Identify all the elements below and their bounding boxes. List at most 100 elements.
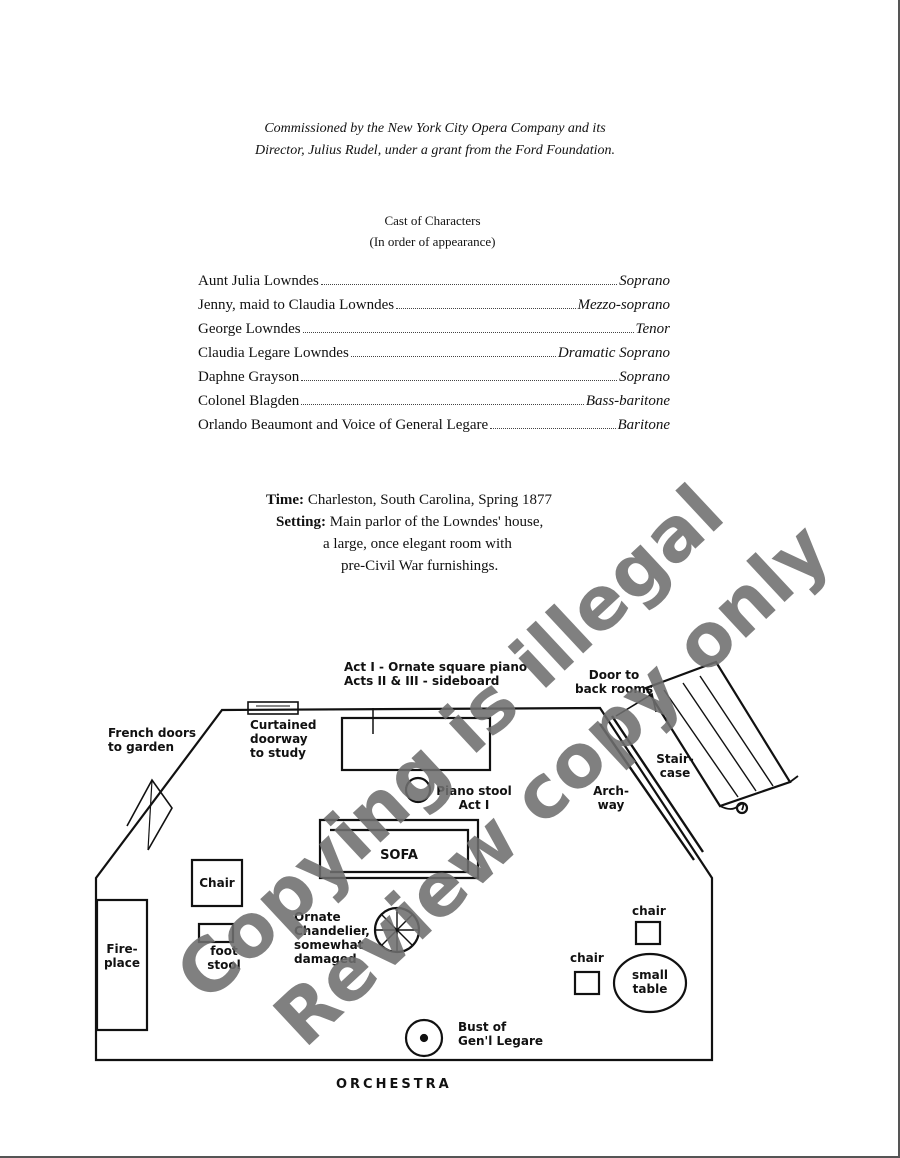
cast-title: Cast of Characters [384, 213, 481, 228]
bust-label: Bust of Gen'l Legare [458, 1020, 543, 1048]
fire-label-line-2: place [103, 956, 141, 970]
chair-right-bottom-shape [573, 970, 601, 996]
chair-left-label: Chair [199, 876, 235, 890]
table-label-line-1: small [632, 968, 668, 982]
piano-stool-label-line-1: Piano stool [436, 784, 512, 798]
stage-floor-plan [94, 660, 799, 1062]
foot-label-line-1: foot [210, 944, 238, 958]
piano-stool-shape [404, 776, 432, 804]
setting-line-2: a large, once elegant room with [323, 536, 512, 552]
time-value: Charleston, South Carolina, Spring 1877 [307, 492, 552, 508]
character-name: Daphne Grayson [198, 369, 300, 385]
sofa-label: SOFA [380, 848, 418, 863]
piano-label-line-2: Acts II & III - sideboard [344, 674, 500, 688]
cast-subtitle: (In order of appearance) [369, 234, 496, 249]
chair-left-shape [190, 858, 244, 908]
french-label-line-1: French doors [108, 726, 197, 740]
chandelier-label: Ornate Chandelier, somewhat damaged [294, 910, 370, 966]
staircase-shape [644, 660, 799, 815]
commission-note: Commissioned by the New York City Opera … [0, 118, 900, 162]
commission-line-2: Director, Julius Rudel, under a grant fr… [254, 143, 616, 158]
cast-row: Jenny, maid to Claudia Lowndes Mezzo-sop… [198, 297, 670, 321]
chair-right-top-label: chair [632, 904, 666, 918]
back-door [615, 692, 657, 717]
piano-label-line-1: Act I - Ornate square piano [344, 660, 528, 674]
cast-row: Orlando Beaumont and Voice of General Le… [198, 417, 670, 441]
bust-label-line-1: Bust of [458, 1020, 507, 1034]
room-outline [94, 706, 714, 1062]
stair-label-line-1: Stair- [656, 752, 694, 766]
setting-line-1: Main parlor of the Lowndes' house, [329, 514, 544, 530]
curtain-label-line-3: to study [250, 746, 306, 760]
orchestra-label: ORCHESTRA [336, 1077, 452, 1092]
character-name: Jenny, maid to Claudia Lowndes [198, 297, 395, 313]
dot-leader [350, 356, 556, 357]
sofa-shape [318, 818, 480, 880]
character-name: Aunt Julia Lowndes [198, 273, 319, 289]
small-table-shape [612, 952, 688, 1014]
dot-leader [301, 404, 584, 405]
voice-type: Bass-baritone [585, 393, 670, 409]
cast-row: Claudia Legare Lowndes Dramatic Soprano [198, 345, 670, 369]
bust-label-line-2: Gen'l Legare [458, 1034, 544, 1048]
dot-leader [302, 332, 634, 333]
foot-label-line-2: stool [207, 958, 241, 972]
cast-row: Colonel Blagden Bass-baritone [198, 393, 670, 417]
setting-line-3: pre-Civil War furnishings. [341, 558, 499, 574]
voice-type: Baritone [617, 417, 671, 433]
door-label: Door to back rooms [572, 668, 656, 696]
chair-right-bottom-label: chair [570, 951, 604, 965]
cast-row: Daphne Grayson Soprano [198, 369, 670, 393]
page-edge-right [898, 0, 900, 1158]
curtained-doorway [247, 701, 299, 715]
chandelier-label-line-2: Chandelier, [294, 924, 370, 938]
character-name: Orlando Beaumont and Voice of General Le… [198, 417, 489, 433]
curtained-doorway-label: Curtained doorway to study [250, 718, 317, 760]
curtain-label-line-1: Curtained [250, 718, 317, 732]
arch-label-line-2: way [597, 798, 625, 812]
piano-rect [340, 716, 492, 772]
voice-type: Soprano [619, 273, 670, 289]
cast-list: Aunt Julia Lowndes Soprano Jenny, maid t… [198, 273, 670, 441]
dot-leader [320, 284, 618, 285]
door-label-line-2: back rooms [574, 682, 653, 696]
voice-type: Soprano [619, 369, 670, 385]
commission-line-1: Commissioned by the New York City Opera … [264, 121, 606, 136]
voice-type: Dramatic Soprano [557, 345, 670, 361]
bust-shape [404, 1018, 444, 1058]
cast-row: Aunt Julia Lowndes Soprano [198, 273, 670, 297]
voice-type: Tenor [635, 321, 670, 337]
setting-line: Setting: Main parlor of the Lowndes' hou… [276, 511, 543, 533]
dot-leader [301, 380, 618, 381]
page-edge-bottom [0, 1156, 900, 1158]
chandelier-shape [373, 906, 421, 954]
table-label-line-2: table [632, 982, 668, 996]
fire-label-line-1: Fire- [106, 942, 138, 956]
small-table-label: small table [618, 968, 682, 996]
dot-leader [490, 428, 616, 429]
piano-label: Act I - Ornate square piano Acts II & II… [344, 660, 527, 688]
staircase-label: Stair- case [652, 752, 698, 780]
chandelier-label-line-1: Ornate [294, 910, 341, 924]
chandelier-label-line-3: somewhat [294, 938, 364, 952]
piano-stool-label: Piano stool Act I [436, 784, 512, 812]
foot-stool-label: foot stool [194, 944, 254, 972]
chair-right-top-shape [634, 920, 662, 946]
door-label-line-1: Door to [588, 668, 640, 682]
french-doors [126, 778, 173, 851]
piano-stool-label-line-2: Act I [458, 798, 490, 812]
character-name: Claudia Legare Lowndes [198, 345, 349, 361]
curtain-label-line-2: doorway [250, 732, 308, 746]
cast-heading: Cast of Characters (In order of appearan… [0, 210, 865, 252]
fireplace-label: Fire- place [97, 942, 147, 970]
character-name: Colonel Blagden [198, 393, 300, 409]
archway-shape [599, 715, 704, 861]
setting-label: Setting: [276, 514, 326, 530]
cast-row: George Lowndes Tenor [198, 321, 670, 345]
dot-leader [396, 308, 576, 309]
time-line: Time: Charleston, South Carolina, Spring… [266, 489, 552, 511]
french-label-line-2: to garden [108, 740, 175, 754]
archway-label: Arch- way [588, 784, 634, 812]
character-name: George Lowndes [198, 321, 301, 337]
chandelier-label-line-4: damaged [294, 952, 357, 966]
